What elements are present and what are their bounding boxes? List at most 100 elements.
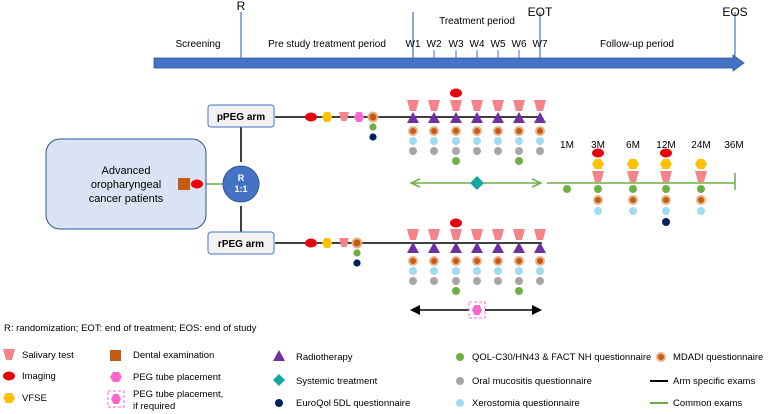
dental-exam-square bbox=[178, 178, 190, 190]
period-screening: Screening bbox=[175, 39, 220, 50]
patients-line-3: cancer patients bbox=[89, 193, 164, 205]
xerostomia-circle bbox=[409, 267, 417, 275]
euroqol-circle bbox=[353, 259, 361, 267]
salivary-trapezoid bbox=[695, 171, 707, 182]
imaging-oval bbox=[305, 112, 317, 122]
imaging-oval bbox=[660, 148, 672, 158]
qol-icon bbox=[456, 353, 464, 361]
rpeg-prestudy-exams bbox=[305, 237, 363, 267]
imaging-icon bbox=[3, 371, 15, 381]
radiotherapy-triangle bbox=[492, 112, 504, 123]
marker-eot: EOT bbox=[528, 5, 553, 19]
radiotherapy-triangle bbox=[471, 242, 483, 253]
mucositis-circle bbox=[473, 147, 481, 155]
radiotherapy-triangle bbox=[492, 242, 504, 253]
xerostomia-circle bbox=[662, 207, 670, 215]
mucositis-circle bbox=[515, 277, 523, 285]
legend-euroqol: EuroQol 5DL questionnaire bbox=[296, 398, 410, 409]
legend-vfse: VFSE bbox=[22, 393, 47, 404]
mdadi-circle bbox=[661, 195, 671, 205]
radiotherapy-triangle bbox=[534, 242, 546, 253]
mucositis-circle bbox=[494, 277, 502, 285]
patients-line-2: oropharyngeal bbox=[91, 179, 161, 191]
euroqol-circle bbox=[662, 218, 670, 226]
ppeg-arm-box: pPEG arm bbox=[207, 104, 275, 128]
xerostomia-circle bbox=[515, 137, 523, 145]
imaging-oval bbox=[592, 148, 604, 158]
qol-circle bbox=[563, 185, 571, 193]
radiotherapy-triangle bbox=[534, 112, 546, 123]
radiotherapy-triangle bbox=[513, 242, 525, 253]
qol-circle bbox=[452, 157, 460, 165]
xerostomia-circle bbox=[473, 267, 481, 275]
rpeg-treatment-exams bbox=[407, 218, 546, 295]
xerostomia-circle bbox=[536, 267, 544, 275]
qol-circle bbox=[697, 185, 705, 193]
salivary-trapezoid bbox=[339, 238, 349, 247]
legend-qol: QOL-C30/HN43 & FACT NH questionnaire bbox=[472, 352, 651, 363]
radiotherapy-icon bbox=[273, 350, 285, 361]
salivary-trapezoid bbox=[513, 229, 525, 240]
mucositis-circle bbox=[515, 147, 523, 155]
abbreviations-note: R: randomization; EOT: end of treatment;… bbox=[4, 323, 257, 334]
peg-required-icon bbox=[111, 394, 121, 404]
vfse-icon bbox=[3, 393, 15, 403]
salivary-trapezoid bbox=[471, 100, 483, 111]
mucositis-circle bbox=[430, 277, 438, 285]
r-node-line-2: 1:1 bbox=[234, 184, 247, 194]
radiotherapy-triangle bbox=[450, 112, 462, 123]
mdadi-circle bbox=[408, 256, 418, 266]
legend-imaging: Imaging bbox=[22, 371, 56, 382]
mucositis-circle bbox=[473, 277, 481, 285]
legend-arm-specific: Arm specific exams bbox=[673, 376, 756, 387]
week-label: W1 bbox=[406, 39, 421, 50]
qol-circle bbox=[452, 287, 460, 295]
salivary-trapezoid bbox=[492, 229, 504, 240]
salivary-trapezoid bbox=[450, 229, 462, 240]
mdadi-circle bbox=[535, 256, 545, 266]
salivary-trapezoid bbox=[450, 100, 462, 111]
mucositis-circle bbox=[536, 147, 544, 155]
salivary-trapezoid bbox=[627, 171, 639, 182]
peg-hexagon bbox=[354, 112, 364, 122]
randomization-node: R 1:1 bbox=[222, 165, 260, 203]
qol-circle bbox=[594, 185, 602, 193]
xerostomia-circle bbox=[430, 267, 438, 275]
mdadi-circle bbox=[514, 126, 524, 136]
period-follow-up: Follow-up period bbox=[600, 39, 674, 50]
qol-circle bbox=[662, 185, 670, 193]
salivary-icon bbox=[3, 349, 15, 360]
week-label: W4 bbox=[470, 39, 485, 50]
legend-common: Common exams bbox=[673, 398, 742, 409]
peg-if-required-marker bbox=[468, 301, 486, 319]
legend-systemic: Systemic treatment bbox=[296, 376, 378, 387]
mdadi-circle bbox=[429, 126, 439, 136]
salivary-trapezoid bbox=[407, 100, 419, 111]
patients-box: Advanced oropharyngeal cancer patients bbox=[45, 138, 207, 230]
xerostomia-circle bbox=[494, 267, 502, 275]
vfse-hexagon bbox=[627, 159, 639, 169]
mdadi-icon bbox=[656, 352, 666, 362]
mdadi-circle bbox=[493, 126, 503, 136]
rpeg-arm-box: rPEG arm bbox=[207, 231, 275, 255]
euroqol-icon bbox=[275, 399, 283, 407]
xerostomia-circle bbox=[452, 137, 460, 145]
mdadi-circle bbox=[593, 195, 603, 205]
xerostomia-circle bbox=[430, 137, 438, 145]
period-pre-study: Pre study treatment period bbox=[268, 39, 386, 50]
mdadi-circle bbox=[451, 256, 461, 266]
salivary-trapezoid bbox=[407, 229, 419, 240]
xerostomia-circle bbox=[473, 137, 481, 145]
marker-r: R bbox=[237, 0, 246, 13]
vfse-hexagon bbox=[660, 159, 672, 169]
salivary-trapezoid bbox=[428, 100, 440, 111]
xerostomia-circle bbox=[629, 207, 637, 215]
xerostomia-circle bbox=[515, 267, 523, 275]
rpeg-arm-label: rPEG arm bbox=[218, 239, 264, 250]
followup-month-label: 24M bbox=[691, 140, 710, 151]
radiotherapy-triangle bbox=[428, 112, 440, 123]
salivary-trapezoid bbox=[471, 229, 483, 240]
mdadi-circle bbox=[367, 111, 379, 123]
xerostomia-circle bbox=[536, 137, 544, 145]
